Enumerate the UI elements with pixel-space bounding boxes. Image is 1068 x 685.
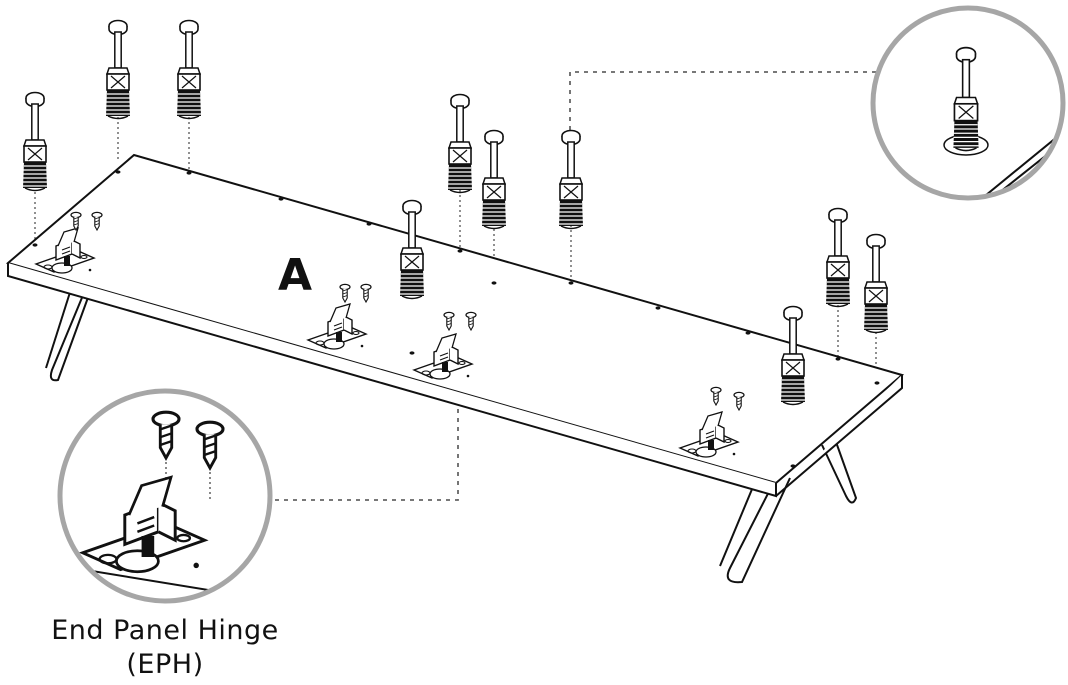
hinge-caption: End Panel Hinge (EPH) <box>20 614 310 682</box>
hinge-caption-line2: (EPH) <box>126 649 204 680</box>
zoom-callout-hinge <box>57 388 273 604</box>
zoom-callout-cam-bolt <box>870 5 1066 201</box>
part-label-a: A <box>278 250 312 301</box>
leader-lines <box>275 71 878 501</box>
panel-a: A <box>5 153 905 498</box>
hinge-caption-line1: End Panel Hinge <box>51 615 279 646</box>
